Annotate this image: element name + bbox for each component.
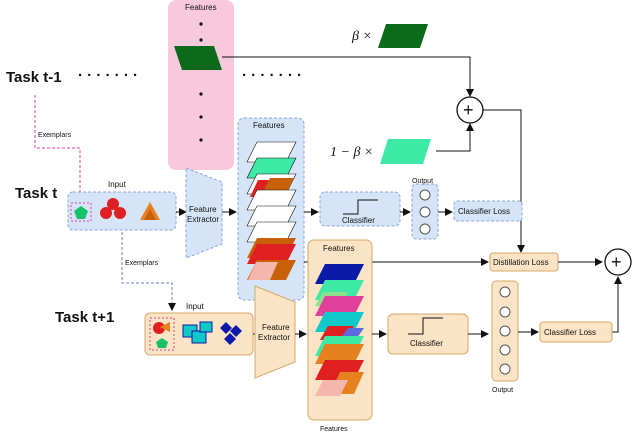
exemplars-label-bottom: Exemplars xyxy=(125,260,159,267)
pentagon-exemplar-icon xyxy=(74,206,88,219)
sum-node-final xyxy=(604,248,632,276)
next-output: Output xyxy=(491,280,519,394)
next-classifier-label: Classifier xyxy=(410,339,443,348)
curr-output: Output xyxy=(411,178,439,240)
circle-shape-icon xyxy=(100,207,112,219)
next-classifier-loss: Classifier Loss xyxy=(539,321,613,343)
curr-classifier: Classifier xyxy=(319,191,401,227)
next-extractor-line1: Feature xyxy=(262,323,290,332)
next-features-box: Features xyxy=(307,239,373,421)
prev-feature-map xyxy=(174,46,222,70)
curr-feature-extractor: Feature Extractor xyxy=(185,167,223,259)
distillation-loss-label: Distillation Loss xyxy=(493,258,549,267)
one-minus-beta-feature-map xyxy=(380,139,431,164)
curr-classifier-loss: Classifier Loss xyxy=(453,200,523,222)
sum-node-final-plus: + xyxy=(611,252,622,272)
next-extractor-line2: Extractor xyxy=(258,333,290,342)
curr-classifier-label: Classifier xyxy=(342,216,375,225)
curr-input-box: Input xyxy=(67,180,177,231)
dots-row-2: · · · · · · · xyxy=(242,67,302,84)
curr-classifier-loss-label: Classifier Loss xyxy=(458,207,510,216)
next-output-label: Output xyxy=(492,387,513,394)
next-input-box: Input xyxy=(144,302,254,356)
beta-feature-map xyxy=(378,24,428,48)
sum-node-top-plus: + xyxy=(463,100,474,120)
prev-features-box: Features xyxy=(168,0,234,170)
curr-extractor-line2: Extractor xyxy=(187,215,219,224)
task-next-label: Task t+1 xyxy=(55,309,114,326)
beta-label: β × xyxy=(351,29,372,44)
curr-input-label: Input xyxy=(108,180,127,189)
curr-extractor-line1: Feature xyxy=(189,205,217,214)
dots-row-1: · · · · · · · xyxy=(78,67,138,84)
next-input-label: Input xyxy=(186,302,205,311)
prev-features-label: Features xyxy=(185,3,217,12)
distillation-loss: Distillation Loss xyxy=(489,252,559,272)
next-feature-extractor: Feature Extractor xyxy=(254,285,296,379)
next-features-label: Features xyxy=(323,244,355,253)
one-minus-beta-label: 1 − β × xyxy=(330,145,373,160)
task-curr-label: Task t xyxy=(15,185,57,202)
curr-output-label: Output xyxy=(412,178,433,185)
next-classifier-loss-label: Classifier Loss xyxy=(544,328,596,337)
curr-features-box: Features xyxy=(237,117,305,301)
next-classifier: Classifier xyxy=(387,313,469,355)
exemplars-label-top: Exemplars xyxy=(38,132,72,139)
curr-features-label: Features xyxy=(253,121,285,130)
task-prev-label: Task t-1 xyxy=(6,69,62,86)
next-features-bottom-label: Features xyxy=(320,426,348,433)
